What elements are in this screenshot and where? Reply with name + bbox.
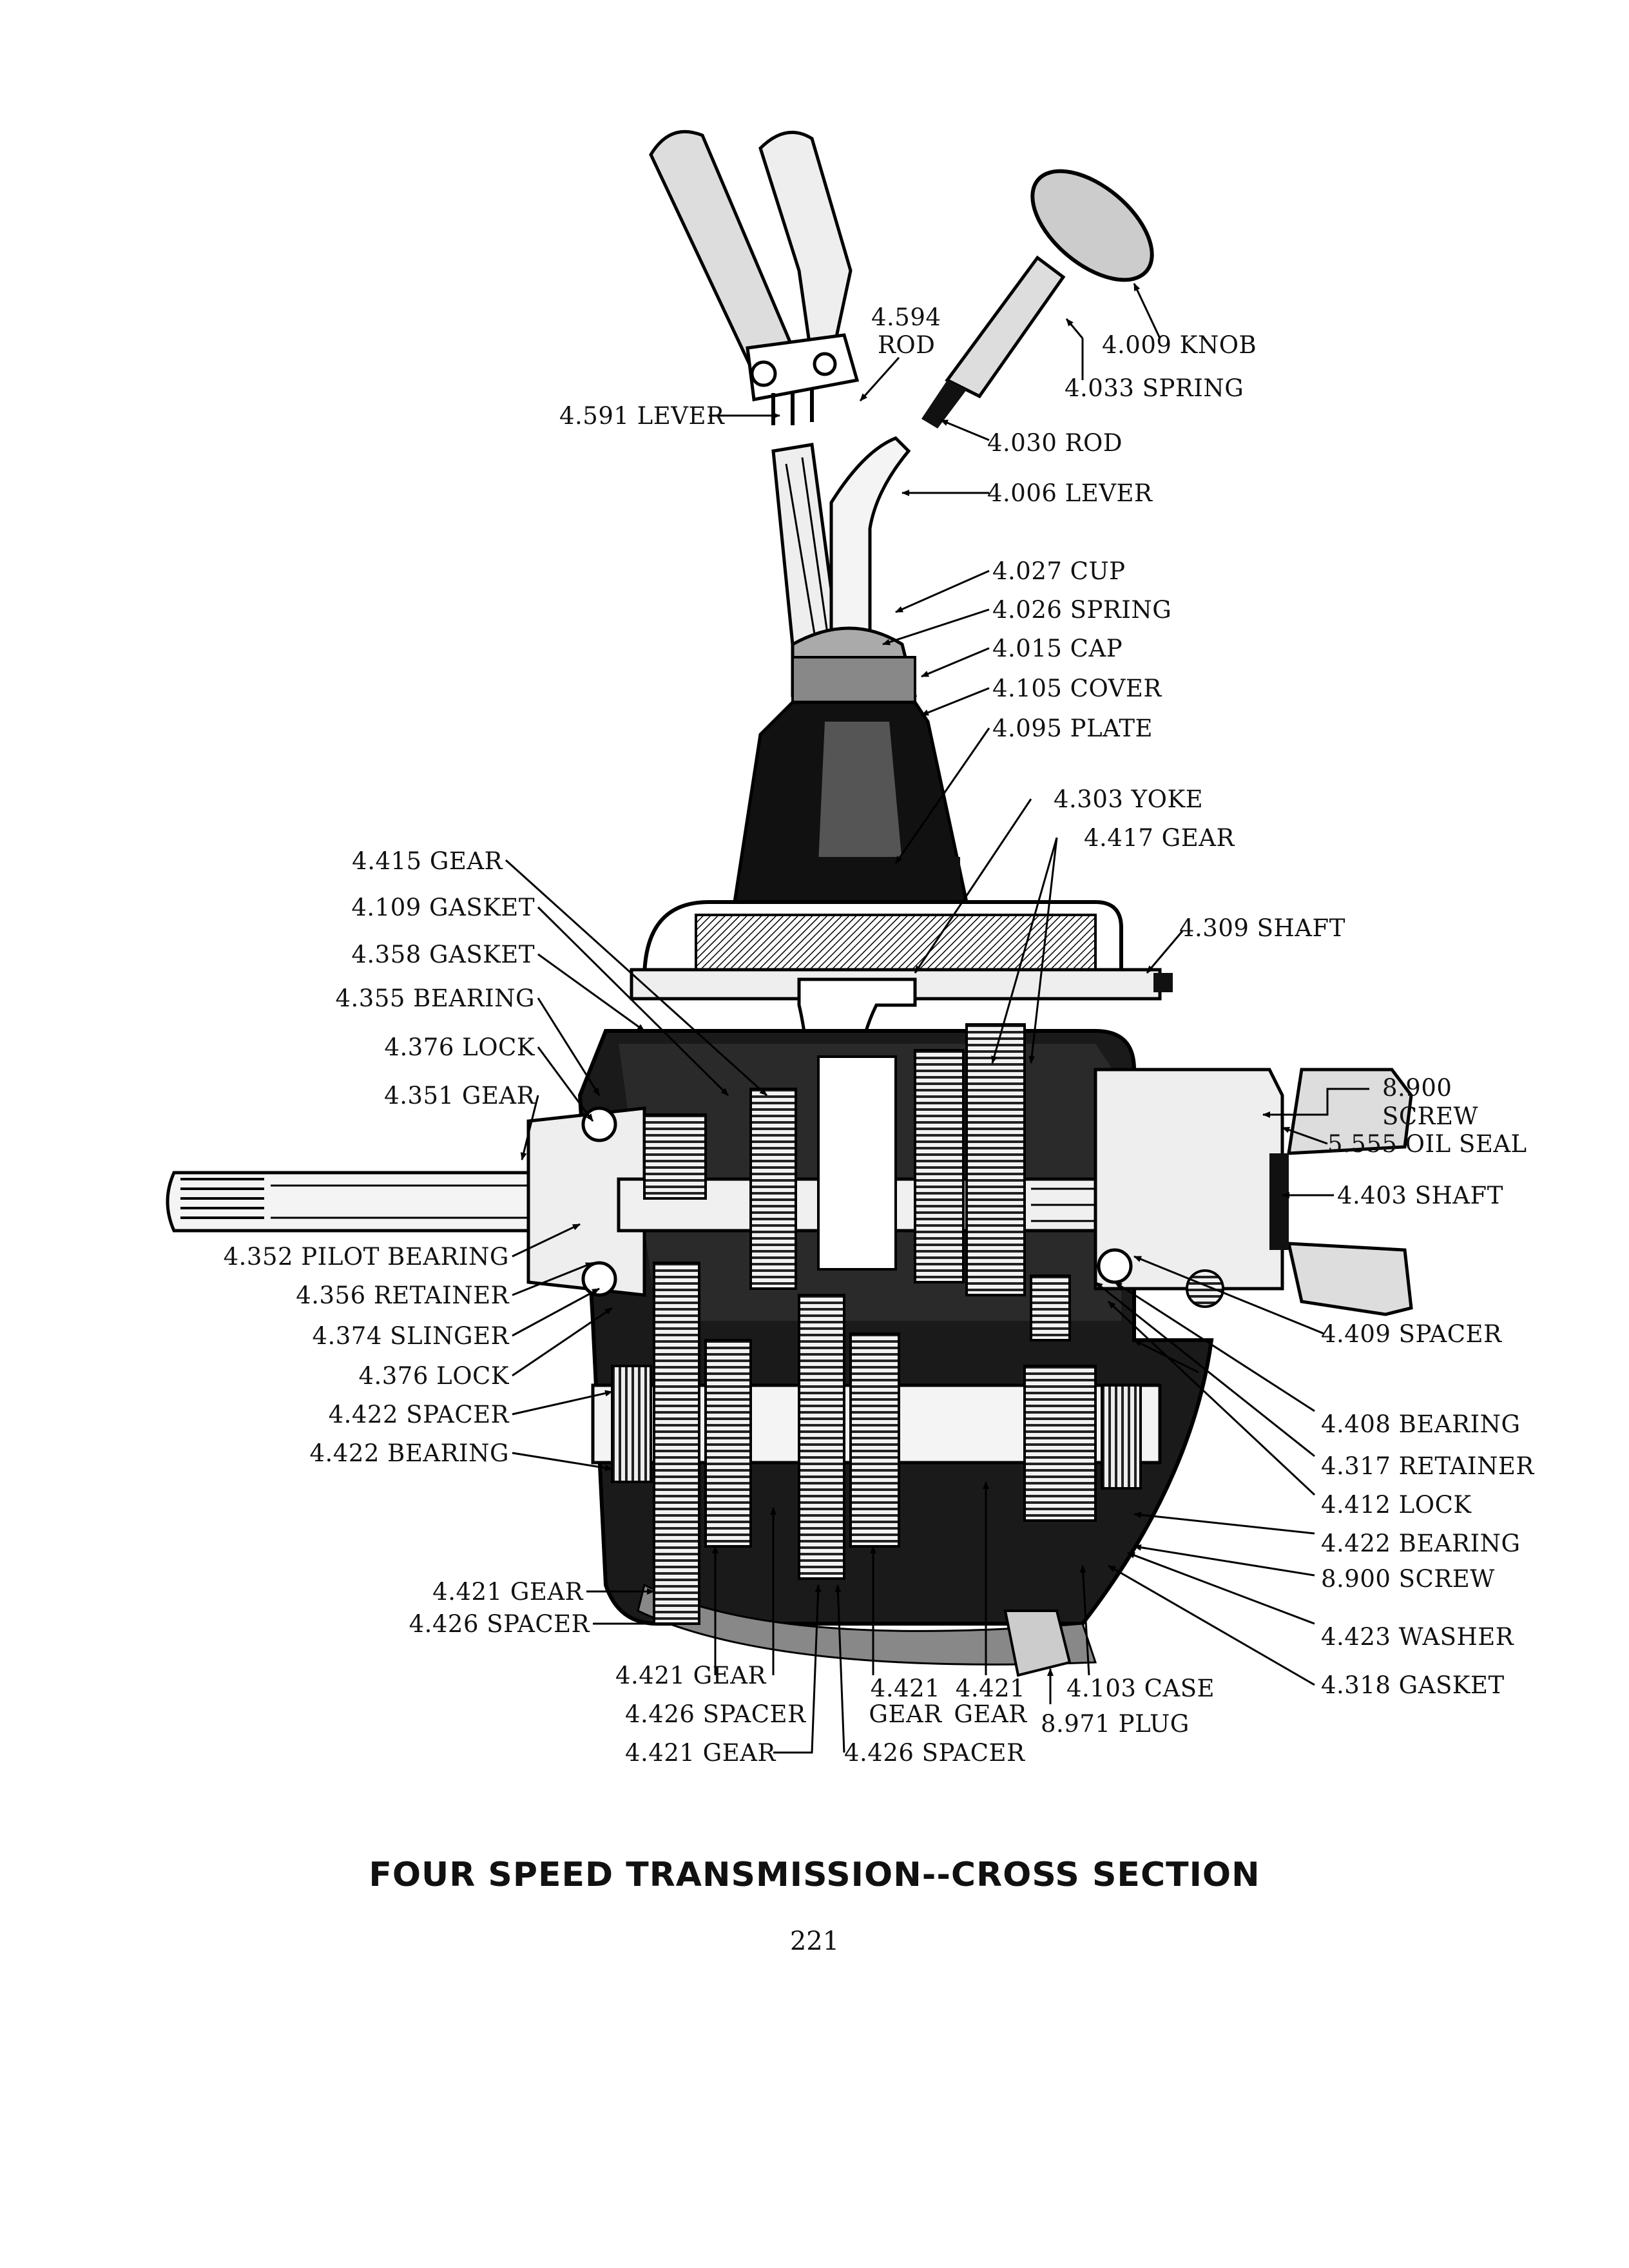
main-shift-lever <box>771 436 911 646</box>
label-8900-screw-name: SCREW <box>1382 1102 1479 1130</box>
label-4376-lock-top: 4.376 LOCK <box>384 1033 535 1061</box>
label-4594-number: 4.594 <box>871 303 941 331</box>
label-4006-lever: 4.006 LEVER <box>987 479 1153 507</box>
label-4423-washer: 4.423 WASHER <box>1321 1623 1514 1651</box>
label-4426-spacer-left: 4.426 SPACER <box>409 1610 590 1638</box>
label-4421-gear-lower-4-name: GEAR <box>954 1700 1027 1728</box>
label-4421-gear-lower-3-name: GEAR <box>869 1700 942 1728</box>
label-4376-lock-bottom: 4.376 LOCK <box>358 1362 509 1390</box>
drain-plug <box>1003 1610 1072 1677</box>
label-4109-gasket: 4.109 GASKET <box>351 894 535 921</box>
leader-lines <box>505 283 1369 1754</box>
shift-knob <box>921 169 1154 428</box>
label-4009-knob: 4.009 KNOB <box>1102 331 1257 359</box>
cover-tower <box>733 626 969 928</box>
label-4408-bearing: 4.408 BEARING <box>1321 1410 1521 1438</box>
label-4409-spacer: 4.409 SPACER <box>1321 1320 1502 1348</box>
label-4027-cup: 4.027 CUP <box>992 557 1126 585</box>
input-shaft <box>166 1106 646 1297</box>
label-4426-spacer-lower-2: 4.426 SPACER <box>844 1739 1025 1767</box>
label-8971-plug: 8.971 PLUG <box>1041 1710 1190 1738</box>
label-4309-shaft: 4.309 SHAFT <box>1179 914 1345 942</box>
label-4421-gear-lower-2: 4.421 GEAR <box>625 1739 776 1767</box>
page-number: 221 <box>789 1927 840 1956</box>
figure-caption: FOUR SPEED TRANSMISSION--CROSS SECTION <box>369 1856 1260 1894</box>
label-4594-name: ROD <box>878 331 936 359</box>
label-4103-case: 4.103 CASE <box>1066 1675 1215 1702</box>
label-4033-spring: 4.033 SPRING <box>1065 374 1244 402</box>
label-4403-shaft: 4.403 SHAFT <box>1337 1182 1503 1209</box>
mainshaft-gears <box>643 1023 1071 1341</box>
label-4303-yoke: 4.303 YOKE <box>1054 785 1204 813</box>
output-flange <box>1094 1068 1413 1316</box>
label-4422-bearing-left: 4.422 BEARING <box>309 1439 509 1467</box>
label-4095-plate: 4.095 PLATE <box>992 715 1153 742</box>
label-4358-gasket: 4.358 GASKET <box>351 941 535 968</box>
label-4415-gear: 4.415 GEAR <box>352 847 503 875</box>
label-4422-bearing-right: 4.422 BEARING <box>1321 1530 1521 1557</box>
label-4356-retainer: 4.356 RETAINER <box>296 1282 509 1309</box>
label-4026-spring: 4.026 SPRING <box>992 596 1172 624</box>
label-4317-retainer: 4.317 RETAINER <box>1321 1452 1534 1480</box>
label-8900-screw-number: 8.900 <box>1382 1074 1452 1102</box>
shift-lever-handle <box>649 130 860 425</box>
label-4352-pilot-bearing: 4.352 PILOT BEARING <box>223 1243 509 1271</box>
label-4355-bearing: 4.355 BEARING <box>335 985 535 1012</box>
label-4421-gear-lower-4-number: 4.421 <box>955 1675 1026 1702</box>
label-4318-gasket: 4.318 GASKET <box>1321 1671 1505 1699</box>
label-4105-cover: 4.105 COVER <box>992 675 1162 702</box>
label-4374-slinger: 4.374 SLINGER <box>312 1322 509 1350</box>
label-4351-gear: 4.351 GEAR <box>384 1082 535 1110</box>
label-4412-lock: 4.412 LOCK <box>1321 1491 1472 1519</box>
label-4421-gear-lower-3-number: 4.421 <box>870 1675 941 1702</box>
label-4421-gear-lower-1: 4.421 GEAR <box>615 1662 766 1689</box>
countershaft-gears <box>591 1262 1162 1625</box>
label-5555-oil-seal: 5.555 OIL SEAL <box>1327 1130 1527 1158</box>
label-8900-screw-lower: 8.900 SCREW <box>1321 1565 1495 1593</box>
label-4421-gear-left: 4.421 GEAR <box>432 1578 583 1606</box>
label-4422-spacer: 4.422 SPACER <box>328 1401 509 1428</box>
label-4030-rod: 4.030 ROD <box>987 429 1123 457</box>
label-4015-cap: 4.015 CAP <box>992 635 1123 662</box>
label-4591-lever: 4.591 LEVER <box>559 402 725 430</box>
label-4426-spacer-lower-1: 4.426 SPACER <box>625 1700 806 1728</box>
label-4417-gear: 4.417 GEAR <box>1084 824 1235 852</box>
